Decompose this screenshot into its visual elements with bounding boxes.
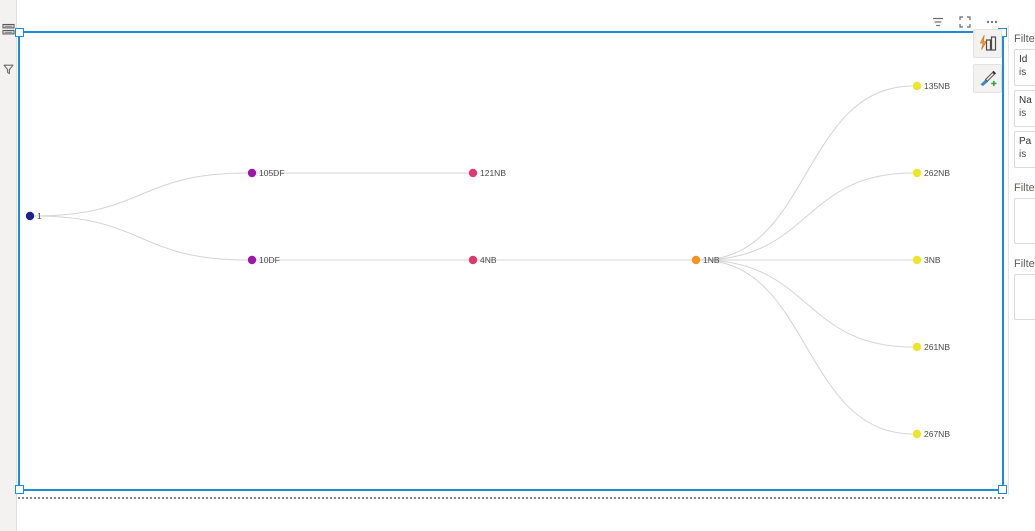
graph-node[interactable]: 267NB [912,429,951,439]
filter-section-title: Filte [1014,182,1035,194]
network-graph[interactable]: 1 105DF 10DF 121NB 4NB 1NB 135NB 262NB 3NB 261NB 2… [20,33,1002,489]
focus-mode-icon[interactable] [957,14,973,30]
filter-field-name: Na [1019,95,1032,106]
graph-node-label: 262NB [924,168,950,178]
filter-card[interactable] [1014,274,1035,320]
filter-condition: is [1019,67,1027,78]
pages-icon[interactable] [1,22,16,37]
filter-icon[interactable] [1,62,16,77]
graph-node[interactable]: 261NB [912,342,951,352]
graph-node-label: 1 [37,211,42,221]
graph-edge [34,172,248,217]
filter-icon[interactable] [930,14,946,30]
filter-field-name: Pa [1019,136,1032,147]
graph-node[interactable]: 10DF [247,255,280,265]
graph-node-label: 121NB [480,168,506,178]
graph-node-dot[interactable] [912,429,922,439]
graph-node-dot[interactable] [468,168,478,178]
report-visual-container[interactable]: 1 105DF 10DF 121NB 4NB 1NB 135NB 262NB 3NB 261NB 2… [15,28,1007,494]
graph-node[interactable]: 105DF [247,168,285,178]
graph-node-label: 10DF [259,255,280,265]
graph-node-dot[interactable] [468,255,478,265]
canvas-bottom-separator [18,497,1004,499]
graph-edge [700,85,913,261]
graph-edges [34,85,913,435]
filters-pane[interactable]: Filte Id is Na is Pa is Filte Filte [1008,25,1035,495]
filter-condition: is [1019,149,1027,160]
graph-nodes: 1 105DF 10DF 121NB 4NB 1NB 135NB 262NB 3NB 261NB 2… [25,81,951,439]
visualization-pane-switcher [973,29,1003,93]
filter-section-title: Filte [1014,33,1035,45]
graph-node[interactable]: 135NB [912,81,951,91]
graph-node-dot[interactable] [912,168,922,178]
resize-handle-bottom-right[interactable] [998,485,1007,494]
graph-node-dot[interactable] [912,342,922,352]
graph-node[interactable]: 121NB [468,168,507,178]
graph-node[interactable]: 1 [25,211,42,221]
more-options-icon[interactable] [984,14,1000,30]
graph-node-dot[interactable] [25,211,35,221]
graph-edge [34,215,248,261]
graph-edge [700,259,913,348]
visual-header-toolbar [930,14,1008,30]
resize-handle-top-left[interactable] [15,28,24,37]
resize-handle-bottom-left[interactable] [15,485,24,494]
graph-node-dot[interactable] [691,255,701,265]
format-brush-icon[interactable] [973,64,1002,93]
filter-card[interactable]: Na is [1014,90,1035,127]
graph-node-label: 4NB [480,255,497,265]
graph-node-label: 105DF [259,168,285,178]
filter-card[interactable]: Id is [1014,49,1035,86]
graph-node-label: 267NB [924,429,950,439]
graph-node-label: 3NB [924,255,941,265]
graph-node-label: 1NB [703,255,720,265]
graph-node[interactable]: 1NB [691,255,720,265]
filter-condition: is [1019,108,1027,119]
graph-node-dot[interactable] [247,255,257,265]
graph-edge [700,259,913,435]
graph-node[interactable]: 3NB [912,255,941,265]
graph-node-dot[interactable] [912,255,922,265]
filter-card[interactable] [1014,198,1035,244]
graph-node[interactable]: 262NB [912,168,951,178]
graph-node-dot[interactable] [247,168,257,178]
visualizations-icon[interactable] [973,29,1002,58]
graph-node[interactable]: 4NB [468,255,497,265]
graph-node-label: 261NB [924,342,950,352]
filter-section-title: Filte [1014,258,1035,270]
graph-node-label: 135NB [924,81,950,91]
filter-field-name: Id [1019,54,1028,65]
filter-card[interactable]: Pa is [1014,131,1035,168]
graph-edge [700,172,913,261]
graph-node-dot[interactable] [912,81,922,91]
left-nav-rail [0,0,17,531]
